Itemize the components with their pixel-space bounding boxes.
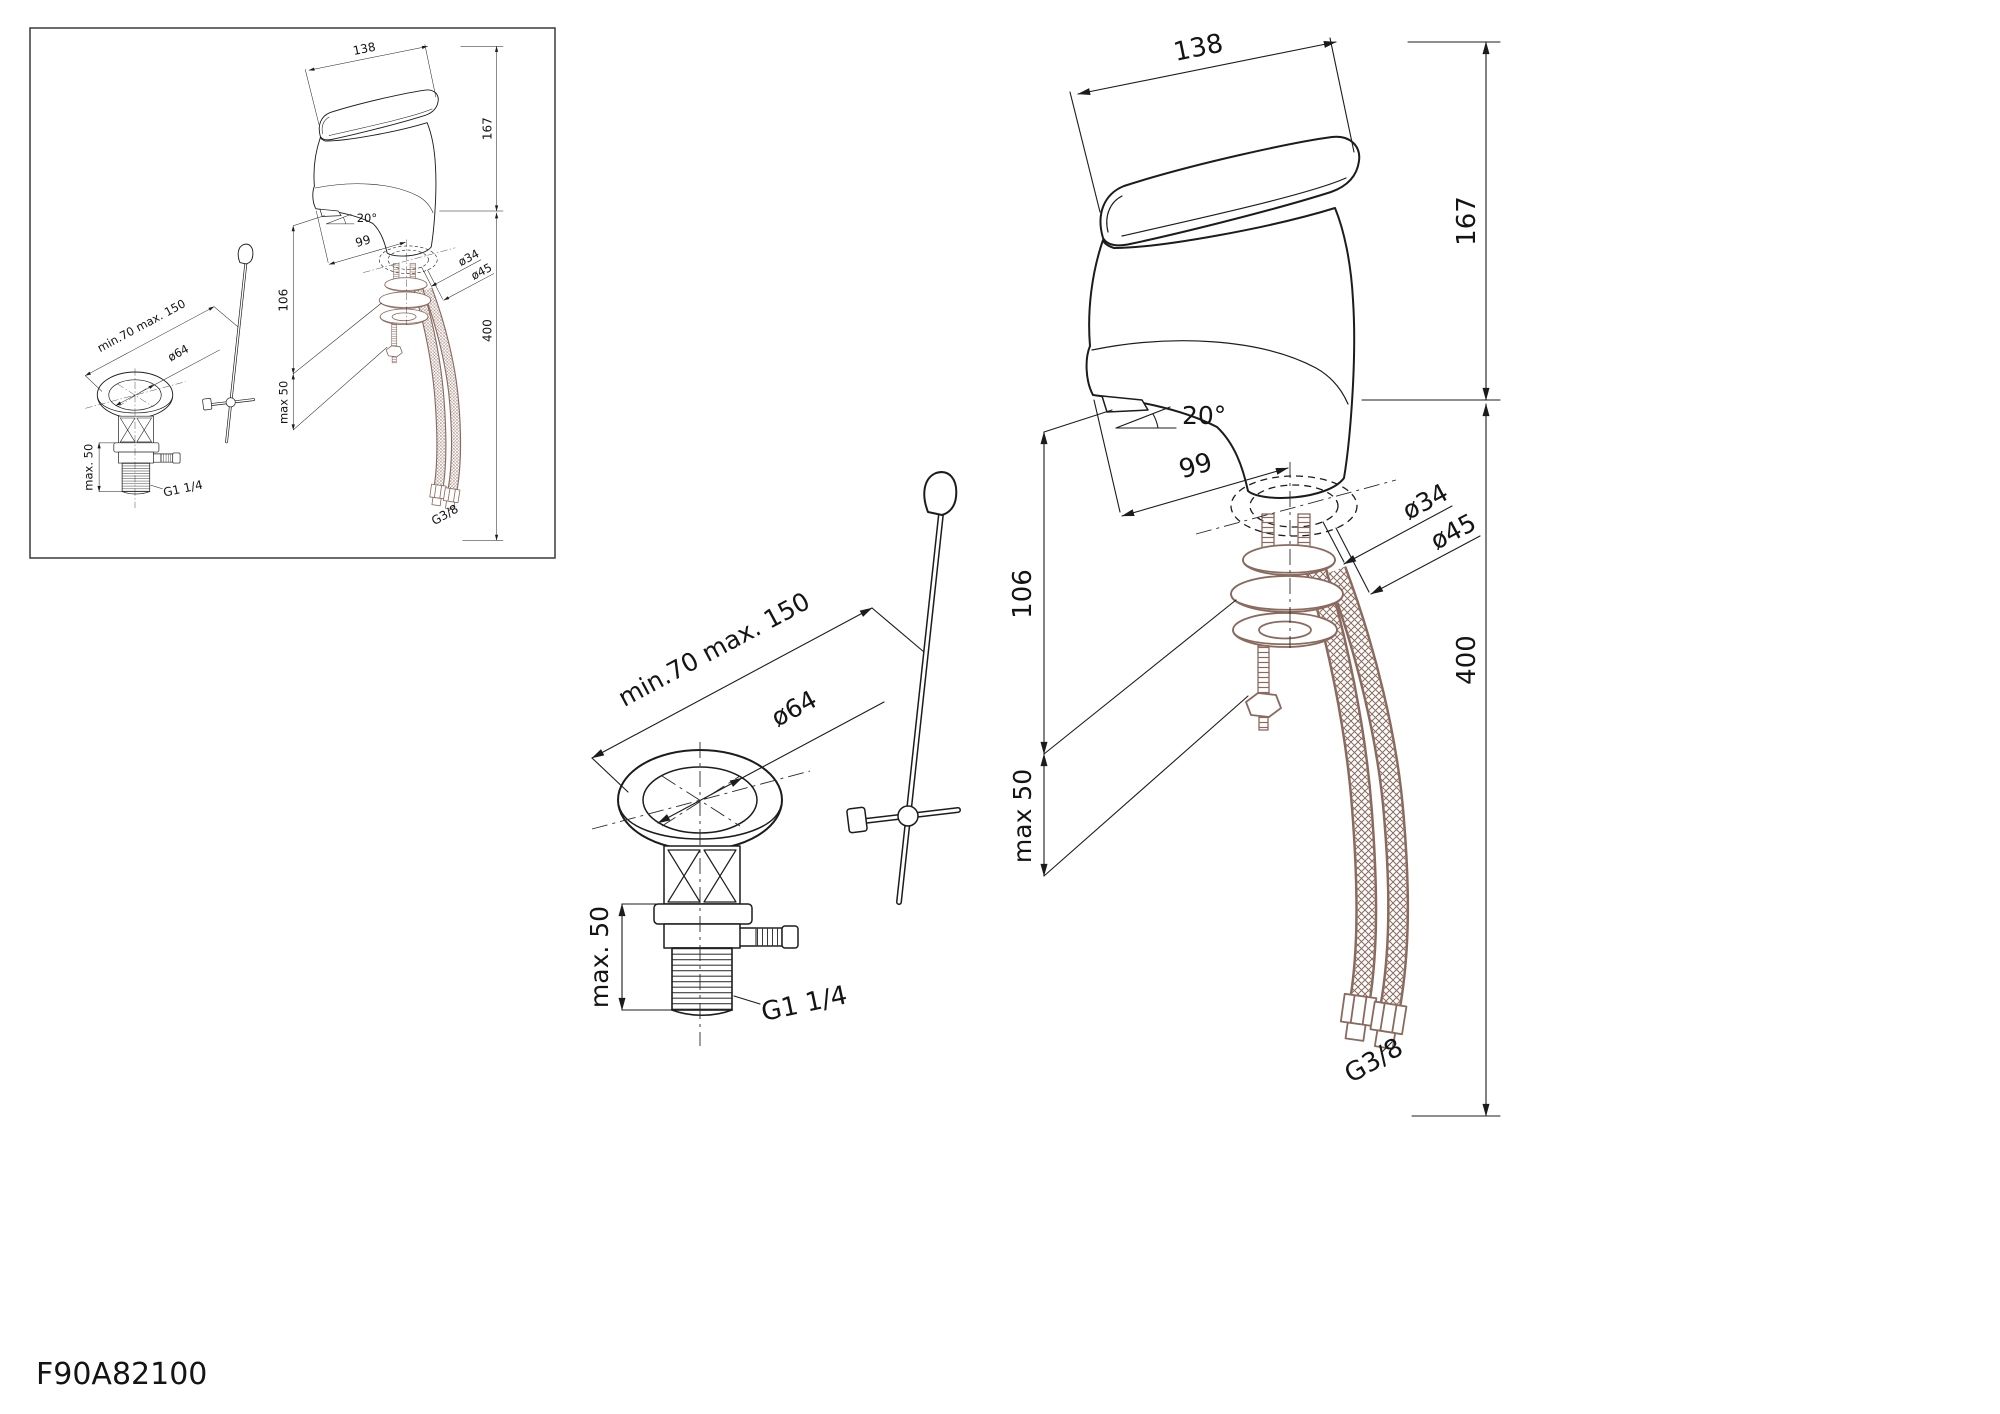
washer xyxy=(1242,544,1336,576)
drain-valve-drawing: min.70 max. 150 ø64 max. 50 G1 1/4 xyxy=(585,471,961,1046)
mounting-bracket xyxy=(1232,612,1338,648)
drain-body xyxy=(663,845,741,905)
rod-clamp xyxy=(846,806,868,834)
faucet-mounting-hardware xyxy=(1230,513,1410,1050)
faucet-body xyxy=(1085,207,1356,499)
dim-drain-deck-max: max. 50 xyxy=(585,906,614,1008)
dim-spout-width: 138 xyxy=(1171,29,1226,68)
dim-rod-range: min.70 max. 150 xyxy=(613,586,814,712)
thumbnail-panel xyxy=(29,27,556,559)
dim-total-height: 167 xyxy=(1452,196,1482,246)
dim-hose-thread: G3/8 xyxy=(1340,1033,1409,1090)
dim-base-dia-outer: ø45 xyxy=(1426,508,1481,556)
product-code: F90A82100 xyxy=(36,1357,207,1392)
gasket xyxy=(1230,575,1344,613)
dim-flange-diameter: ø64 xyxy=(766,685,821,733)
faucet-drawing: 138 167 400 20° 99 ø34 xyxy=(1008,29,1501,1117)
dim-base-dia-inner: ø34 xyxy=(1398,478,1453,526)
drain-threaded-tail xyxy=(671,947,733,1011)
dim-drain-thread: G1 1/4 xyxy=(759,980,850,1027)
hose-fitting xyxy=(1339,992,1378,1042)
faucet-aerator xyxy=(1101,395,1149,413)
hose-fitting xyxy=(1369,1000,1408,1050)
rod-knob xyxy=(923,471,958,516)
dim-spout-reach: 99 xyxy=(1176,447,1216,485)
thumbnail-drawing-copy xyxy=(82,40,503,541)
drain-collar xyxy=(653,903,753,925)
mounting-nut xyxy=(1245,692,1282,718)
dim-outlet-height: 106 xyxy=(1008,569,1038,619)
dim-faucet-deck-max: max 50 xyxy=(1008,769,1037,863)
dim-spout-angle: 20° xyxy=(1182,401,1226,430)
dim-hose-length: 400 xyxy=(1452,635,1482,685)
main-drawing: min.70 max. 150 ø64 max. 50 G1 1/4 xyxy=(585,29,1501,1117)
thumbnail-border xyxy=(29,27,556,559)
drain-outlet-cap xyxy=(781,925,799,949)
faucet-base-outline-inner xyxy=(1249,484,1339,528)
rod-ball-joint xyxy=(897,805,919,827)
faucet-lever xyxy=(1099,135,1361,247)
drain-pull-rod xyxy=(846,471,961,905)
drain-housing xyxy=(663,923,741,949)
drain-knurled-nut xyxy=(755,927,783,947)
